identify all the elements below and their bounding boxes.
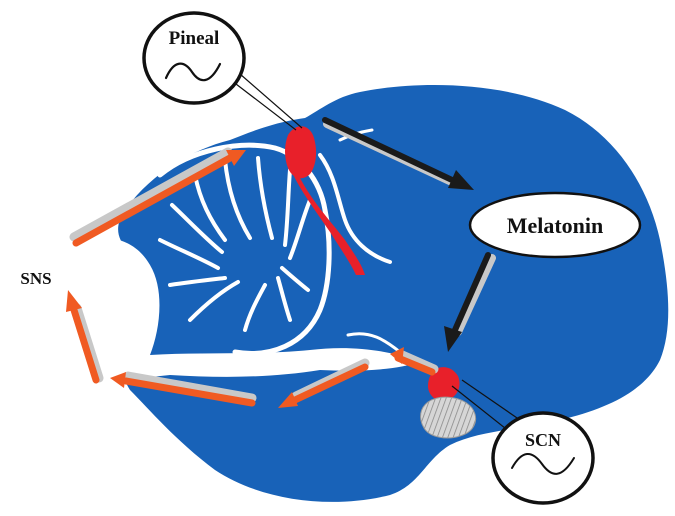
melatonin-label: Melatonin (507, 213, 604, 238)
scn-callout-circle (493, 413, 593, 503)
sns-label: SNS (20, 269, 51, 288)
pineal-label: Pineal (169, 28, 220, 49)
scn-label: SCN (525, 430, 561, 450)
pineal-callout-circle (144, 13, 244, 103)
melatonin-callout: Melatonin (470, 193, 640, 257)
pituitary (421, 397, 476, 438)
pineal-callout: Pineal (144, 13, 302, 130)
pineal-leader-line (236, 84, 296, 130)
pineal-gland (285, 126, 316, 178)
